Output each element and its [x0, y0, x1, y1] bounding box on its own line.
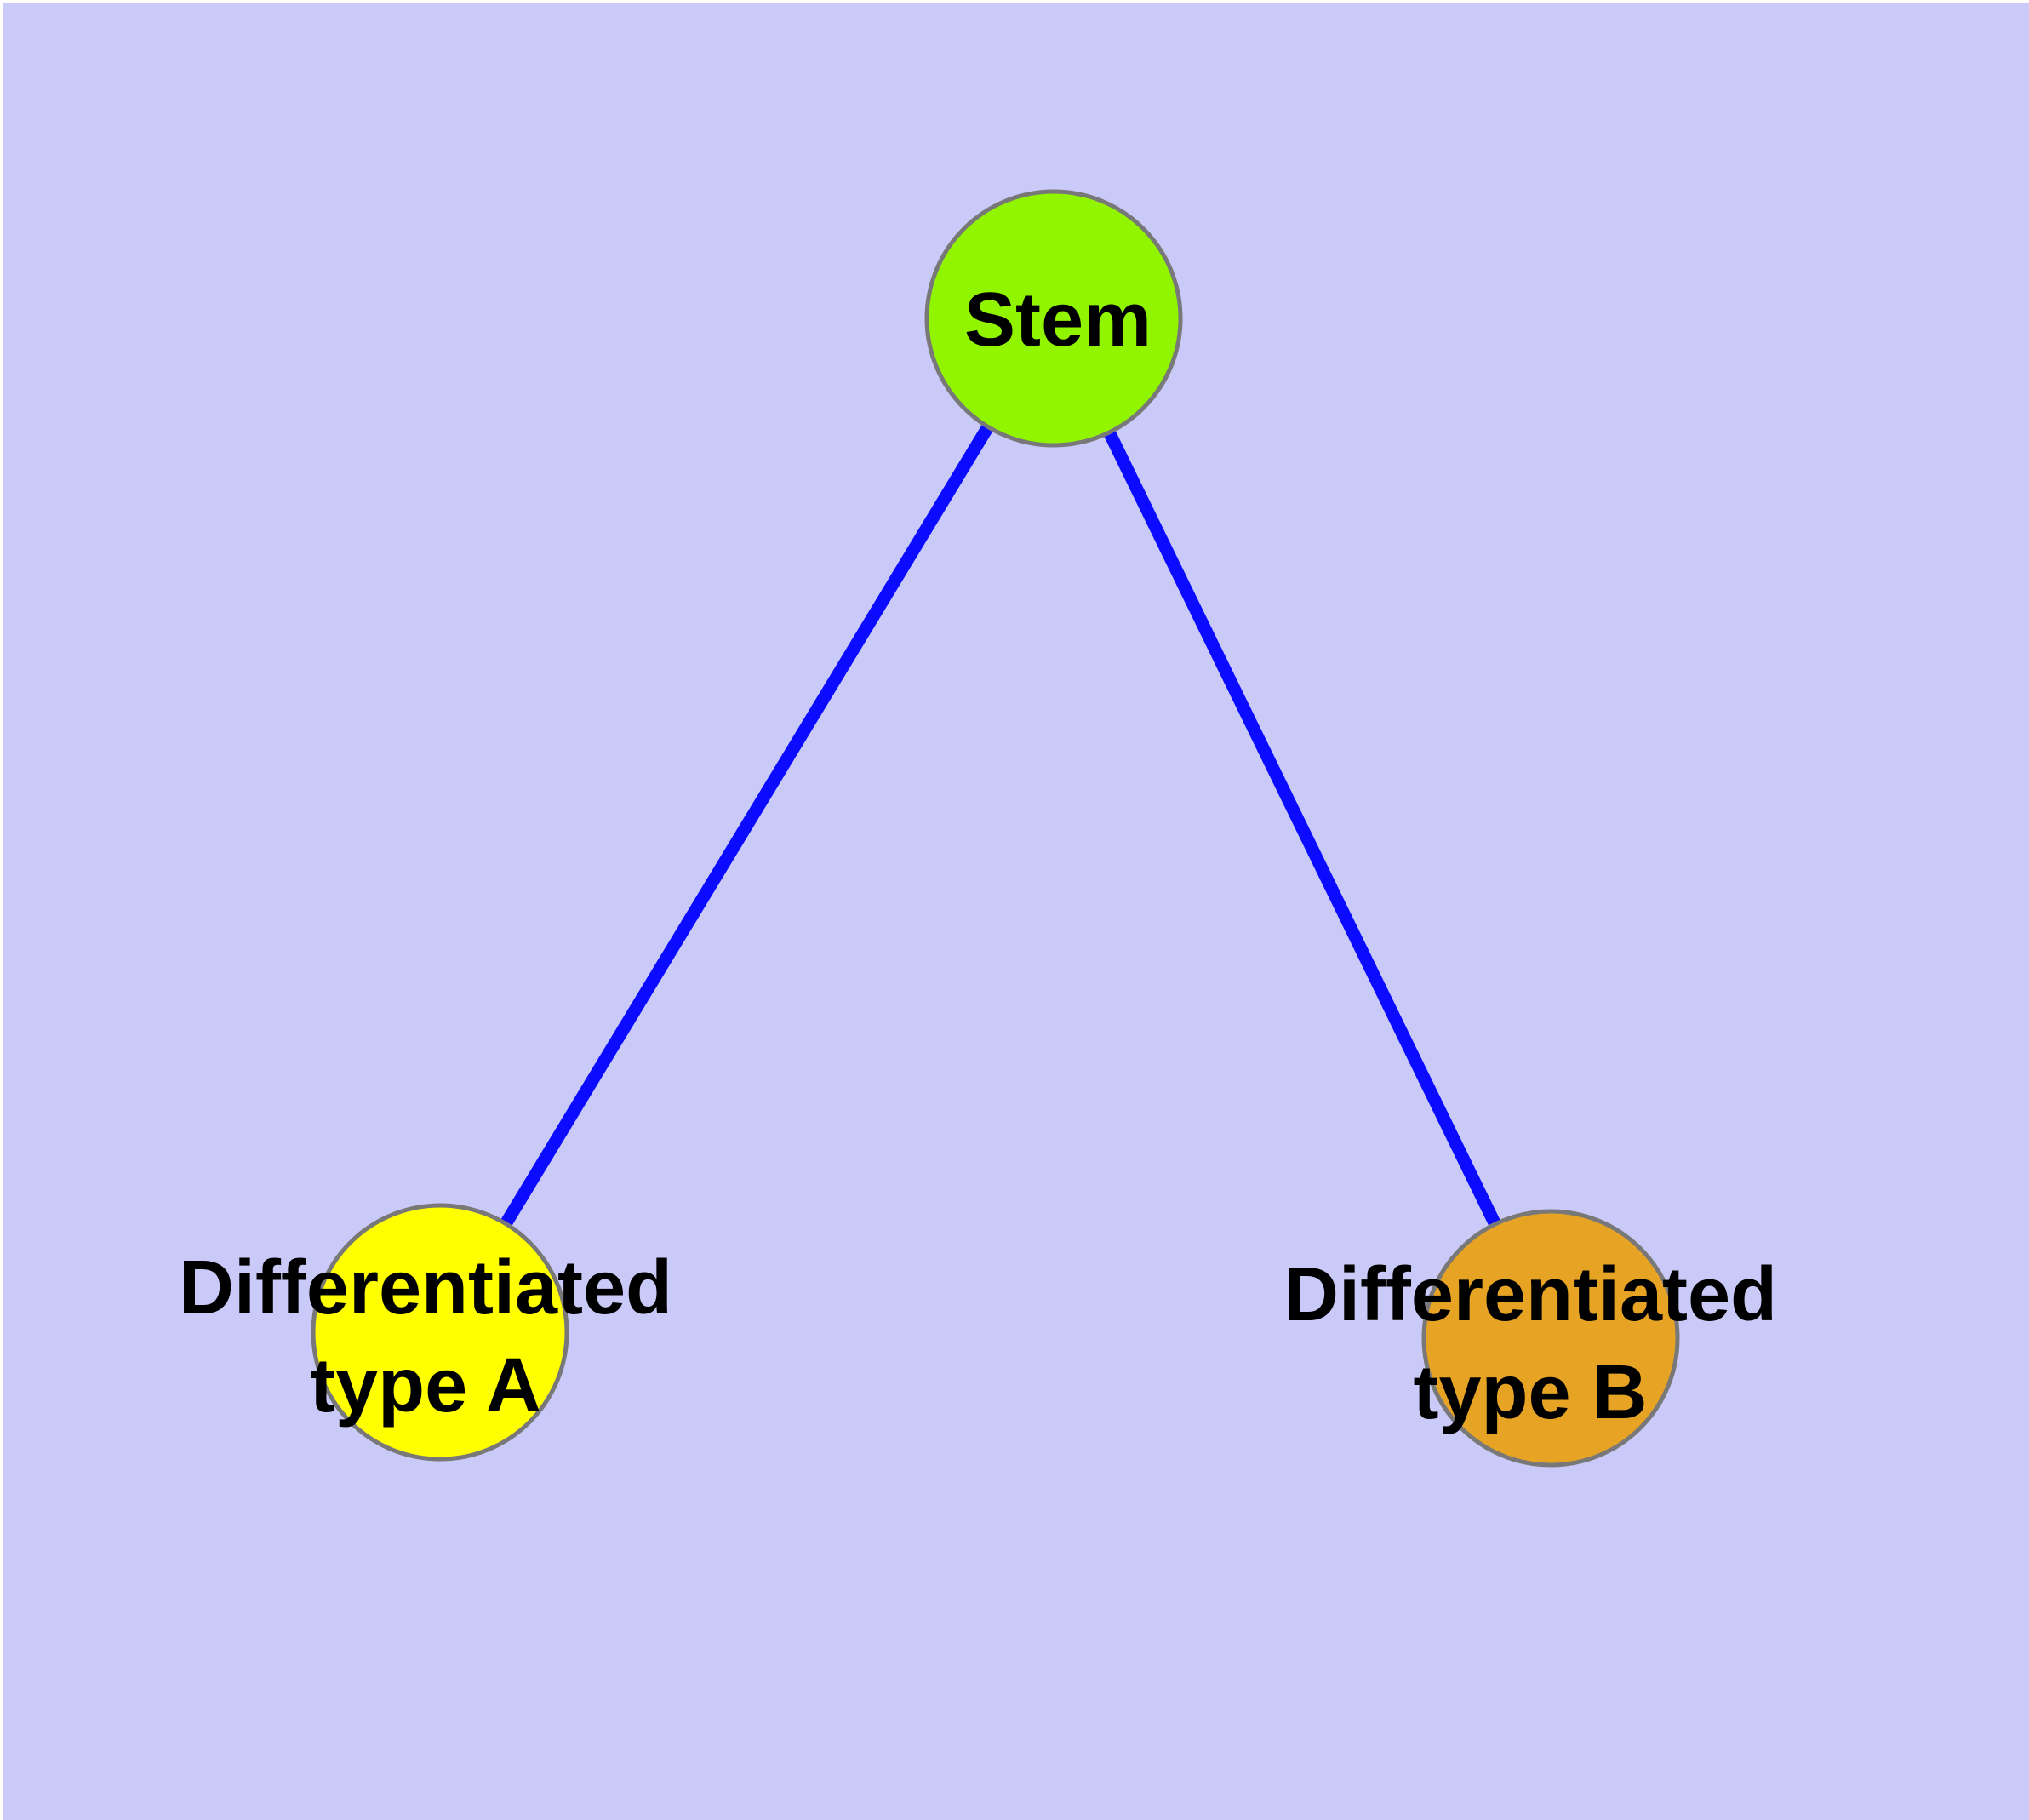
node-differentiated-type-a — [311, 1203, 569, 1462]
edge-stem-to-type-a — [434, 315, 1060, 1336]
node-differentiated-type-a-label: Differentiated type A — [178, 1245, 673, 1428]
node-stem-label: Stem — [963, 278, 1152, 363]
diagram-canvas: Stem Differentiated type A Differentiate… — [3, 3, 2029, 1820]
node-differentiated-type-b — [1421, 1209, 1680, 1468]
node-stem — [924, 189, 1183, 448]
edge-stem-to-type-b — [1048, 315, 1557, 1342]
node-differentiated-type-b-label: Differentiated type B — [1283, 1252, 1778, 1435]
stem-cell-differentiation-graph — [311, 189, 1680, 1468]
